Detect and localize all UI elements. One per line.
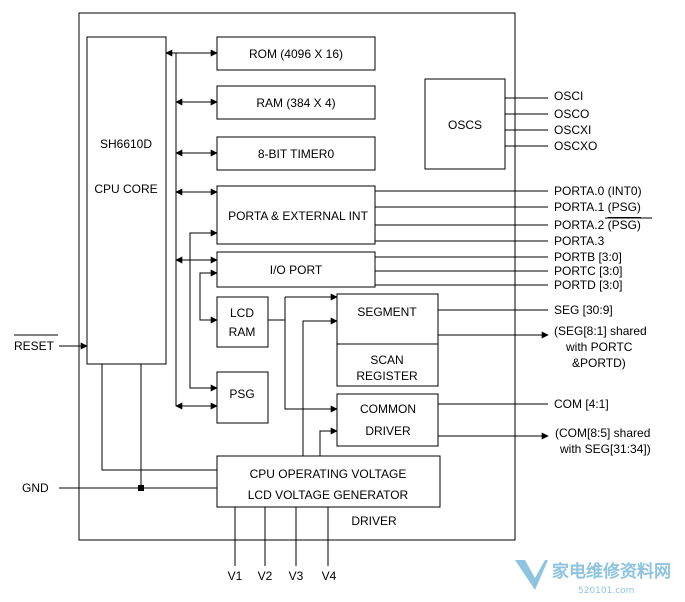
watermark-title: 家电维修资料网 <box>552 561 671 582</box>
common-label-2: DRIVER <box>365 424 411 438</box>
com-shared-1: (COM[8:5] shared <box>555 426 650 440</box>
voltage-routing <box>302 317 338 456</box>
scan-label-1: SCAN <box>370 353 403 367</box>
cpu-core-block <box>86 36 167 365</box>
cpu-core-name: SH6610D <box>100 137 152 151</box>
seg-label: SEG [30:9] <box>554 303 613 317</box>
psg-label: PSG <box>229 387 254 401</box>
v1-label: V1 <box>228 569 243 583</box>
oscs-block <box>424 78 506 170</box>
lcd-ram-label-2: RAM <box>229 325 256 339</box>
cpu-core-label: CPU CORE <box>94 182 157 196</box>
rom-label: ROM (4096 X 16) <box>249 47 343 61</box>
porta-pins <box>375 190 548 242</box>
watermark-logo <box>515 560 548 590</box>
v4-label: V4 <box>322 569 337 583</box>
voltage-generator-block <box>216 455 441 508</box>
scan-label-2: REGISTER <box>356 369 418 383</box>
v-pins <box>234 507 329 566</box>
osc-pins <box>505 97 548 147</box>
porta3-label: PORTA.3 <box>554 234 605 248</box>
segment-label: SEGMENT <box>357 305 417 319</box>
portb-label: PORTB [3:0] <box>554 250 622 264</box>
porta-label: PORTA & EXTERNAL INT <box>228 209 368 223</box>
seg-shared-2: with PORTC <box>565 340 633 354</box>
bus-arrows <box>165 49 218 410</box>
ram-block <box>216 85 376 120</box>
porta-block <box>216 185 376 245</box>
osco-label: OSCO <box>554 107 589 121</box>
porta1-label: PORTA.1 (PSG) <box>554 200 641 214</box>
portc-label: PORTC [3:0] <box>554 264 622 278</box>
io-port-block <box>216 251 376 288</box>
porta0-label: PORTA.0 (INT0) <box>554 184 642 198</box>
com-label: COM [4:1] <box>554 397 609 411</box>
osci-label: OSCI <box>554 89 583 103</box>
oscs-label: OSCS <box>448 118 482 132</box>
timer-label: 8-BIT TIMER0 <box>258 147 335 161</box>
rom-block <box>216 36 376 71</box>
oscxi-label: OSCXI <box>554 123 591 137</box>
gnd-label: GND <box>22 481 49 495</box>
voltage-label-2: LCD VOLTAGE GENERATOR <box>248 488 409 502</box>
lcd-ram-label-1: LCD <box>230 306 254 320</box>
lcd-ram-block <box>216 296 269 348</box>
porta2-label: PORTA.2 (PSG) <box>554 218 641 232</box>
com-shared-2: with SEG[31:34]) <box>559 442 651 456</box>
watermark: 家电维修资料网 520101.com <box>515 560 671 596</box>
secondary-bus <box>189 229 218 392</box>
io-pins <box>375 256 548 286</box>
reset-label: RESET <box>14 339 55 353</box>
psg-block <box>216 371 269 424</box>
common-driver-block <box>336 393 439 447</box>
porta2-overbar: (PSG) <box>608 218 641 232</box>
v2-label: V2 <box>258 569 273 583</box>
v3-label: V3 <box>289 569 304 583</box>
segment-block <box>336 293 439 387</box>
seg-shared-1: (SEG[8:1] shared <box>554 324 647 338</box>
seg-shared-3: &PORTD) <box>572 356 626 370</box>
oscxo-label: OSCXO <box>554 139 597 153</box>
io-port-label: I/O PORT <box>270 263 323 277</box>
lcd-ram-routing <box>268 293 338 413</box>
timer-block <box>216 136 376 171</box>
power-routing <box>59 364 217 491</box>
watermark-url: 520101.com <box>578 586 634 596</box>
driver-label: DRIVER <box>351 514 397 528</box>
voltage-label-1: CPU OPERATING VOLTAGE <box>250 467 407 481</box>
common-label-1: COMMON <box>360 402 416 416</box>
ram-label: RAM (384 X 4) <box>256 96 335 110</box>
portd-label: PORTD [3:0] <box>554 278 622 292</box>
porta2-prefix: PORTA.2 <box>554 218 608 232</box>
